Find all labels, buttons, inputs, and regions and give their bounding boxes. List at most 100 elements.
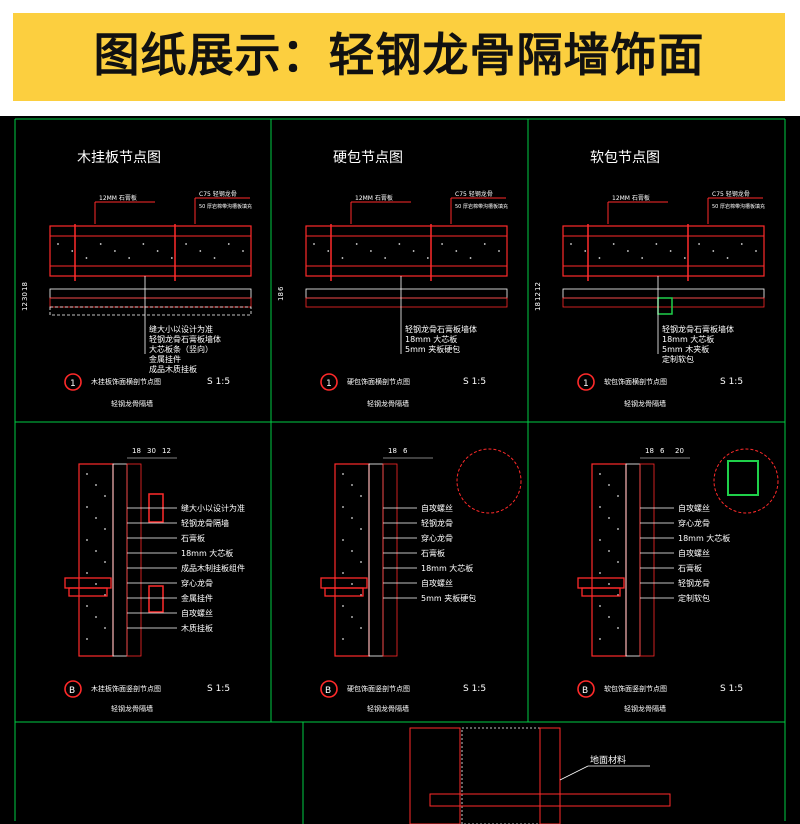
callout-label: 大芯板条（竖向） (149, 344, 213, 354)
infill-dot (608, 550, 610, 552)
callout-label: 5mm 夹板硬包 (405, 344, 460, 354)
callout-label: 穿心龙骨 (678, 518, 710, 528)
bracket-detail (577, 577, 625, 589)
finish-layer (368, 463, 384, 657)
infill-dot (71, 250, 74, 252)
section-marker (320, 680, 338, 698)
dimension-label: 12 (534, 282, 542, 291)
dimension-label: 6 (277, 286, 285, 291)
wall-section (305, 225, 508, 277)
top-label: 50 厚岩棉带沟槽板填充 (199, 203, 252, 210)
dimension-label: 30 (147, 447, 156, 455)
panel-caption: 木挂板饰面竖剖节点图 (91, 684, 161, 693)
leader-line (559, 765, 589, 781)
infill-dot (185, 243, 187, 245)
wall-section (49, 225, 252, 277)
finish-layer (305, 297, 508, 308)
infill-dot (342, 506, 344, 508)
infill-dot (351, 517, 353, 519)
top-label: C75 轻钢龙骨 (712, 190, 750, 198)
infill-dot (627, 250, 629, 252)
callout-label: 木质挂板 (181, 623, 213, 633)
panel-title: 木挂板节点图 (77, 150, 161, 166)
infill-dot (104, 528, 106, 530)
callout-label: 石膏板 (678, 563, 702, 573)
wall-section (539, 727, 561, 824)
bracket-detail (64, 577, 112, 589)
infill-dot (360, 528, 362, 530)
detail-bubble (456, 448, 522, 514)
infill-dot (227, 243, 230, 245)
finish-layer (126, 463, 142, 657)
panel-subcaption: 轻钢龙骨隔墙 (111, 704, 153, 713)
infill-dot (698, 243, 700, 245)
infill-dot (342, 539, 344, 541)
infill-dot (57, 243, 59, 245)
panel-scale: S 1:5 (207, 684, 230, 694)
infill-dot (95, 484, 97, 486)
infill-dot (608, 616, 610, 618)
section-marker (577, 373, 595, 391)
infill-dot (617, 495, 619, 497)
finish-layer (49, 288, 252, 299)
callout-label: 金属挂件 (181, 593, 213, 603)
callout-label: 轻钢龙骨 (421, 518, 453, 528)
dimension-label: 18 (132, 447, 141, 455)
panel-caption: 软包饰面竖剖节点图 (604, 684, 667, 693)
infill-dot (360, 561, 362, 563)
panel-subcaption: 轻钢龙骨隔墙 (624, 399, 666, 408)
wall-section (461, 727, 541, 824)
infill-dot (584, 250, 587, 252)
infill-dot (726, 257, 729, 259)
callout-label: 成品木制挂板组件 (181, 563, 245, 573)
finish-layer (49, 306, 252, 316)
callout-label: 定制软包 (678, 593, 710, 603)
callout-label: 石膏板 (181, 533, 205, 543)
infill-dot (313, 243, 315, 245)
banner: 图纸展示：轻钢龙骨隔墙饰面 (0, 0, 800, 116)
infill-dot (441, 243, 443, 245)
infill-dot (755, 250, 757, 252)
infill-dot (599, 638, 601, 640)
infill-dot (398, 243, 401, 245)
wall-section (591, 463, 627, 657)
wall-section (78, 463, 114, 657)
bracket-detail (68, 587, 108, 597)
bracket-detail (324, 587, 364, 597)
panel-subcaption: 轻钢龙骨隔墙 (111, 399, 153, 408)
callout-label: 金属挂件 (149, 354, 181, 364)
infill-dot (617, 627, 619, 629)
callout-label: 18mm 大芯板 (405, 334, 457, 344)
dimension-label: 20 (675, 447, 684, 455)
panel-scale: S 1:5 (720, 684, 743, 694)
top-label: C75 轻钢龙骨 (199, 190, 237, 198)
infill-dot (351, 616, 353, 618)
infill-dot (351, 550, 353, 552)
infill-dot (608, 517, 610, 519)
infill-dot (342, 605, 344, 607)
top-label: 50 厚岩棉带沟槽板填充 (712, 203, 765, 210)
dimension-label: 6 (403, 447, 408, 455)
callout-label: 轻钢龙骨石膏板墙体 (149, 334, 221, 344)
dimension-label: 30 (21, 292, 29, 301)
infill-dot (712, 250, 715, 252)
infill-dot (360, 627, 362, 629)
floor-layer (429, 793, 671, 807)
finish-layer (625, 463, 641, 657)
infill-dot (384, 257, 387, 259)
infill-dot (128, 257, 131, 259)
dimension-label: 18 (534, 302, 542, 311)
infill-dot (170, 257, 173, 259)
infill-dot (599, 539, 601, 541)
finish-layer (562, 288, 765, 299)
section-marker (577, 680, 595, 698)
infill-dot (199, 250, 202, 252)
dimension-label: 12 (162, 447, 171, 455)
callout-label: 自攻螺丝 (421, 503, 453, 513)
infill-dot (95, 583, 97, 585)
infill-dot (370, 250, 372, 252)
